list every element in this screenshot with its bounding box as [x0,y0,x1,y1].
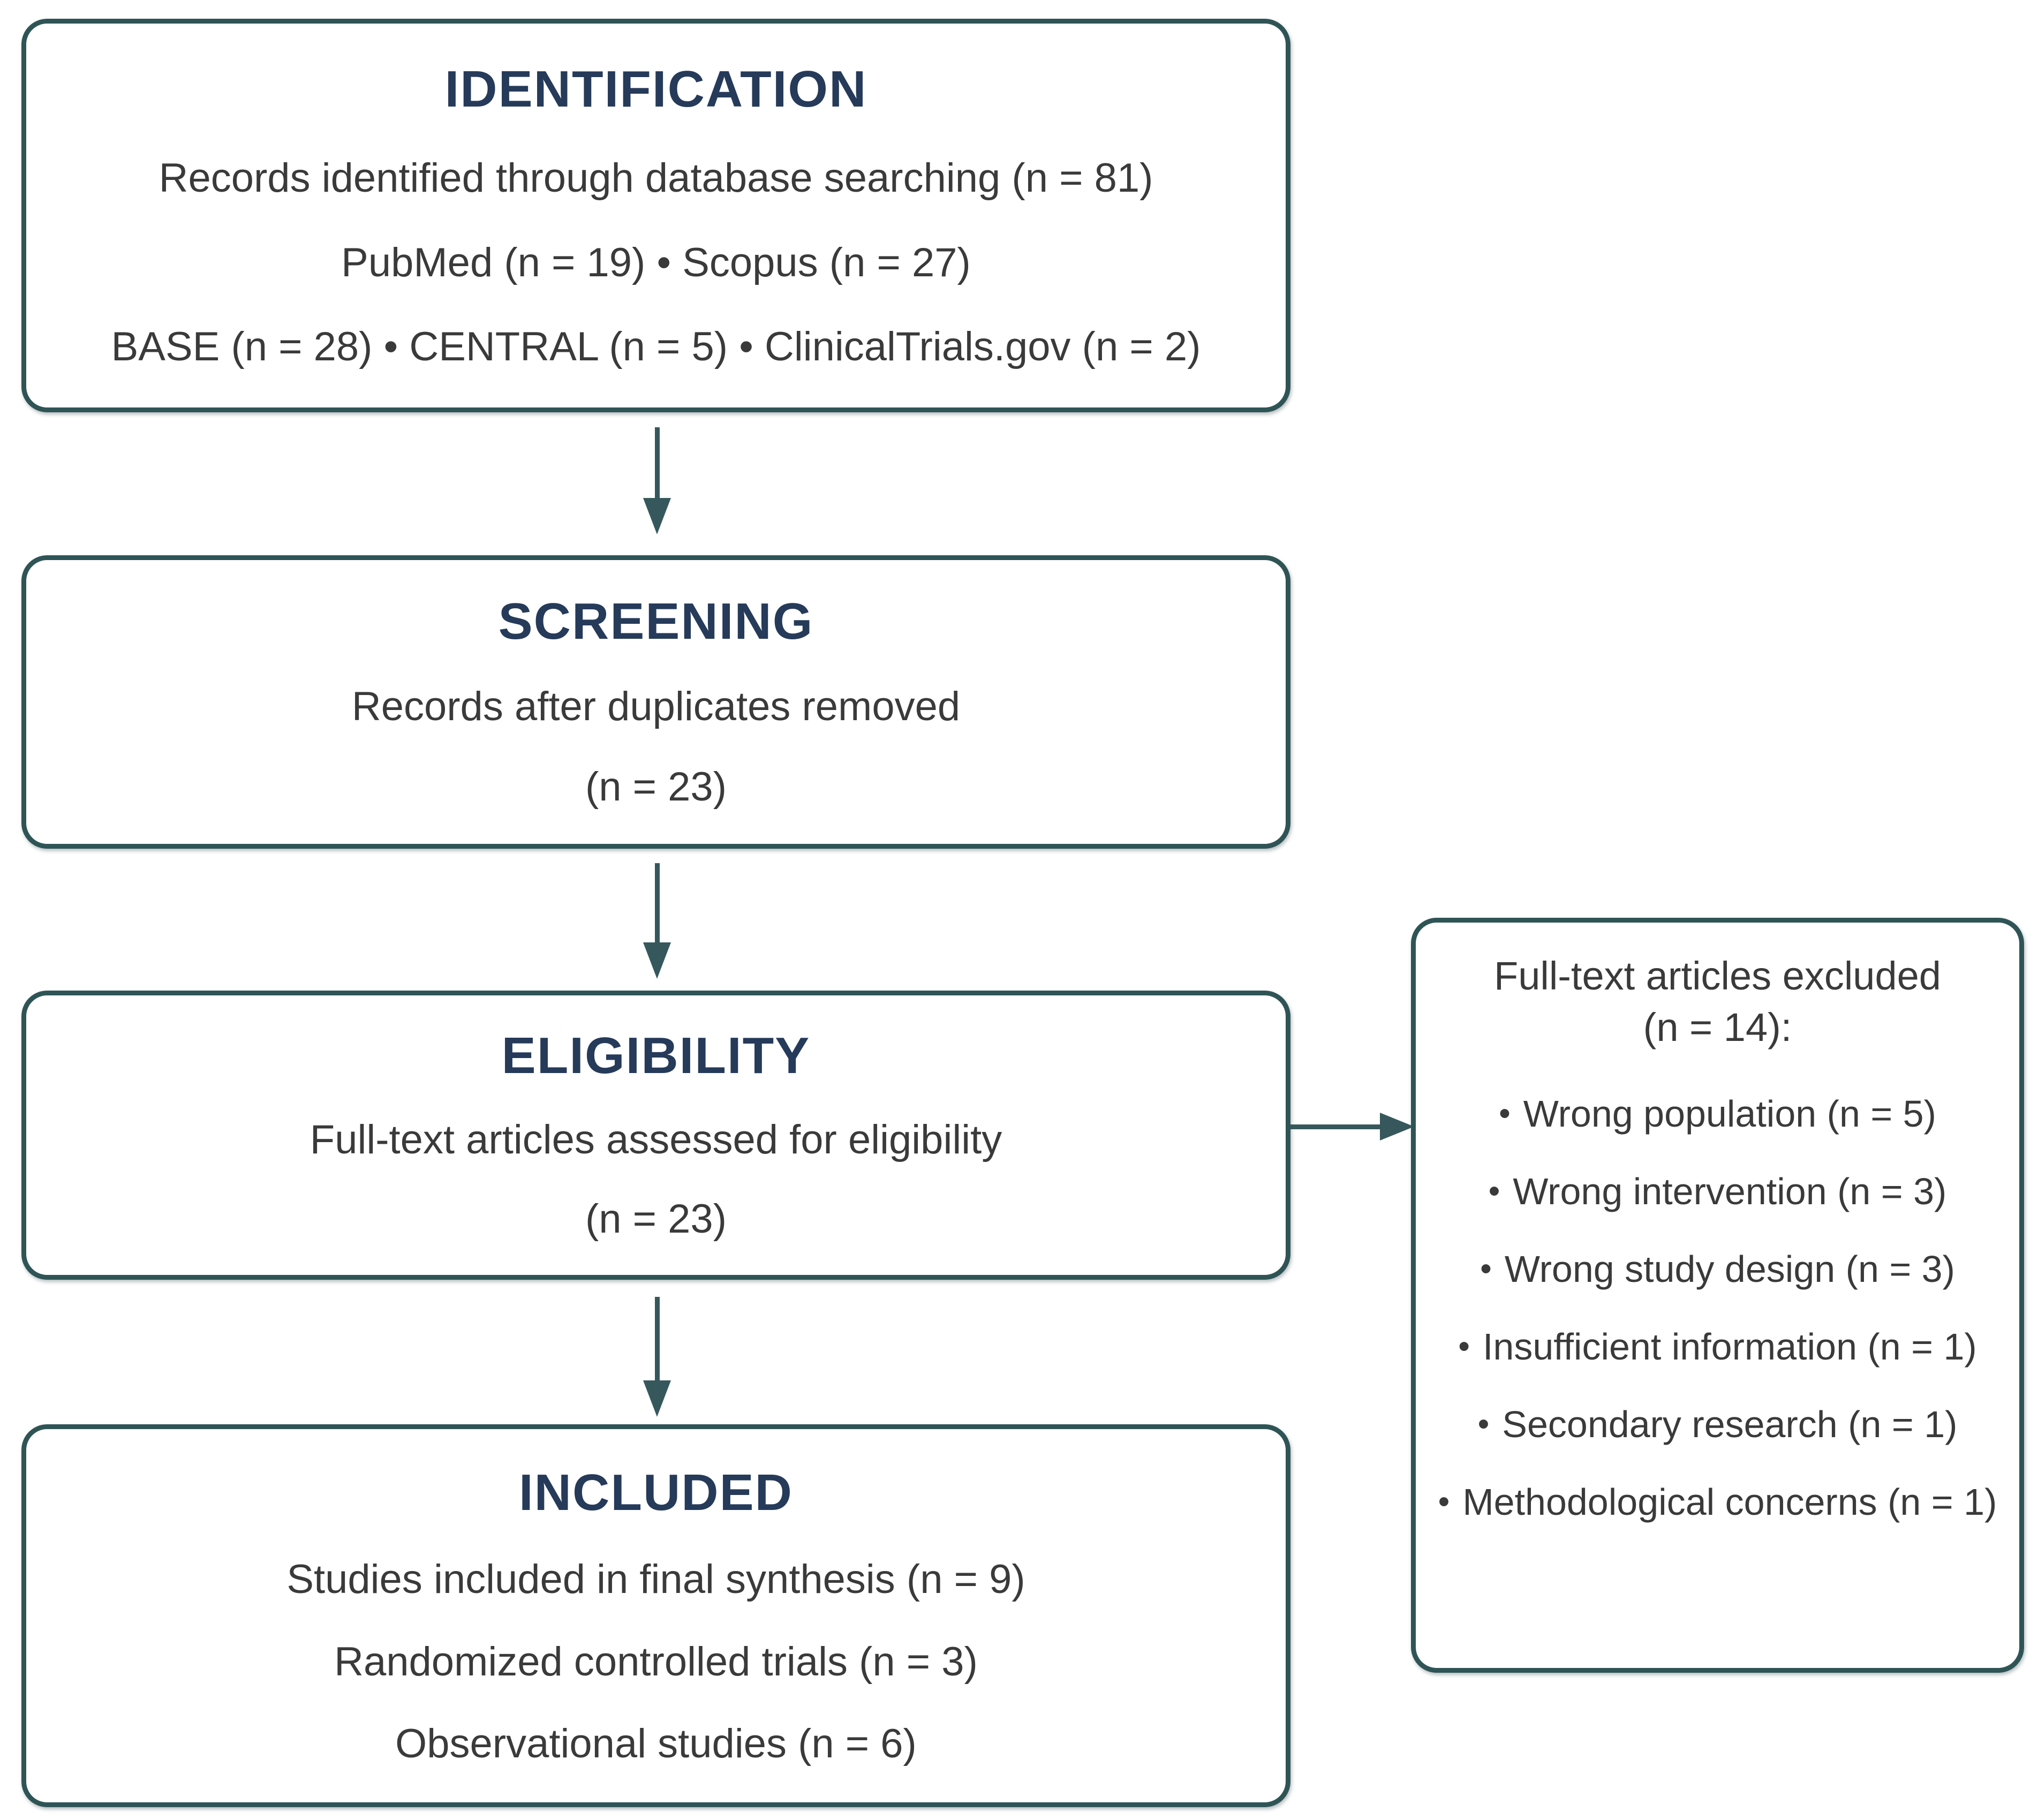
exclusion-list: •Wrong population (n = 5) •Wrong interve… [1416,1075,2019,1540]
exclusion-box: Full-text articles excluded (n = 14): •W… [1411,918,2024,1673]
arrow-shaft [654,1297,660,1380]
identification-box: IDENTIFICATION Records identified throug… [21,19,1290,412]
eligibility-line-1: Full-text articles assessed for eligibil… [310,1117,1002,1163]
arrow-shaft [1290,1124,1380,1129]
eligibility-line-2: (n = 23) [585,1196,727,1242]
arrowhead-down-icon [643,942,671,979]
bullet-icon: • [1499,1094,1511,1132]
arrow-shaft [654,863,660,942]
bullet-icon: • [1480,1250,1492,1287]
eligibility-title: ELIGIBILITY [501,1027,811,1085]
arrow-eligibility-to-exclusion [1290,1113,1414,1141]
included-box: INCLUDED Studies included in final synth… [21,1424,1290,1807]
bullet-icon: • [1488,1172,1500,1210]
exclusion-list-item: • Wrong study design (n = 3) [1416,1230,2019,1308]
included-title: INCLUDED [519,1463,793,1521]
screening-title: SCREENING [498,593,814,651]
screening-line-1: Records after duplicates removed [351,684,961,730]
exclusion-list-item: • Methodological concerns (n = 1) [1416,1463,2019,1540]
arrowhead-right-icon [1380,1113,1414,1141]
arrow-screening-to-eligibility [638,863,676,979]
arrow-shaft [654,427,660,498]
exclusion-item-text: Wrong population (n = 5) [1523,1092,1936,1135]
identification-line-2: PubMed (n = 19) • Scopus (n = 27) [341,239,971,285]
exclusion-list-item: • Wrong intervention (n = 3) [1416,1152,2019,1230]
exclusion-list-item: • Secondary research (n = 1) [1416,1385,2019,1463]
bullet-icon: • [1458,1327,1470,1365]
bullet-icon: • [1477,1405,1490,1443]
screening-box: SCREENING Records after duplicates remov… [21,555,1290,849]
exclusion-heading-line-1: Full-text articles excluded [1494,954,1941,998]
exclusion-heading-line-2: (n = 14): [1643,1005,1792,1050]
bullet-icon: • [1438,1483,1450,1520]
identification-line-1: Records identified through database sear… [158,155,1153,201]
screening-line-2: (n = 23) [585,764,727,810]
arrowhead-down-icon [643,498,671,534]
arrow-identification-to-screening [638,427,676,534]
identification-line-3: BASE (n = 28) • CENTRAL (n = 5) • Clinic… [111,323,1201,369]
eligibility-box: ELIGIBILITY Full-text articles assessed … [21,991,1290,1280]
included-line-1: Studies included in final synthesis (n =… [286,1557,1025,1603]
exclusion-item-text: Secondary research (n = 1) [1502,1403,1958,1445]
arrowhead-down-icon [643,1380,671,1417]
exclusion-heading: Full-text articles excluded (n = 14): [1416,950,2019,1053]
included-line-2: Randomized controlled trials (n = 3) [334,1638,978,1685]
exclusion-list-item: • Insufficient information (n = 1) [1416,1308,2019,1385]
identification-title: IDENTIFICATION [444,60,867,118]
arrow-eligibility-to-included [638,1297,676,1417]
included-line-3: Observational studies (n = 6) [395,1720,917,1766]
exclusion-item-text: Wrong intervention (n = 3) [1513,1170,1947,1212]
exclusion-item-text: Methodological concerns (n = 1) [1462,1481,1997,1523]
exclusion-item-text: Insufficient information (n = 1) [1482,1325,1977,1368]
exclusion-list-item: • Wrong population (n = 5) [1416,1075,2019,1152]
exclusion-item-text: Wrong study design (n = 3) [1504,1248,1955,1290]
